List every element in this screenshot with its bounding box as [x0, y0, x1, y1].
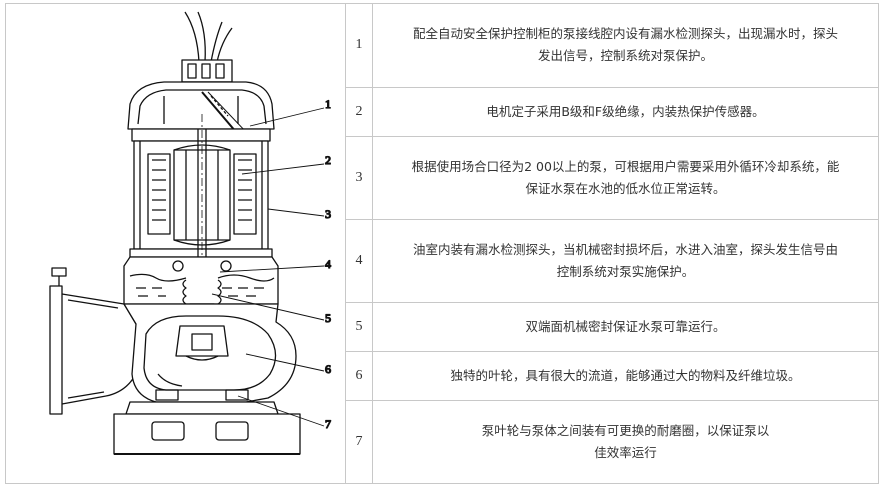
feature-description: 根据使用场合口径为2 00以上的泵，可根据用户需要采用外循环冷却系统，能 保证水…: [372, 136, 878, 220]
feature-number: 7: [346, 400, 373, 483]
wear-ring: [155, 389, 249, 401]
impeller: [175, 325, 229, 361]
motor-housing: [129, 128, 273, 258]
feature-row-3: 3 根据使用场合口径为2 00以上的泵，可根据用户需要采用外循环冷却系统，能 保…: [346, 136, 878, 220]
feature-description: 配全自动安全保护控制柜的泵接线腔内设有漏水检测探头，出现漏水时，探头 发出信号，…: [372, 4, 878, 88]
feature-line: 双端面机械密封保证水泵可靠运行。: [525, 318, 726, 334]
feature-line: 油室内装有漏水检测探头，当机械密封损坏后，水进入油室，探头发生信号由: [412, 241, 838, 257]
feature-description: 油室内装有漏水检测探头，当机械密封损坏后，水进入油室，探头发生信号由 控制系统对…: [372, 219, 878, 303]
feature-description: 双端面机械密封保证水泵可靠运行。: [372, 302, 878, 352]
feature-line: 控制系统对泵实施保护。: [556, 263, 695, 279]
feature-row-5: 5 双端面机械密封保证水泵可靠运行。: [346, 302, 878, 352]
feature-row-6: 6 独特的叶轮，具有很大的流道，能够通过大的物料及纤维垃圾。: [346, 351, 878, 401]
oil-chamber: [123, 256, 279, 305]
feature-line: 独特的叶轮，具有很大的流道，能够通过大的物料及纤维垃圾。: [450, 367, 801, 383]
feature-row-2: 2 电机定子采用B级和F级绝缘，内装热保护传感器。: [346, 87, 878, 137]
feature-description: 独特的叶轮，具有很大的流道，能够通过大的物料及纤维垃圾。: [372, 351, 878, 401]
feature-description: 泵叶轮与泵体之间装有可更换的耐磨圈，以保证泵以 佳效率运行: [373, 400, 879, 483]
callout-4: 4: [325, 257, 331, 271]
feature-table: 1 配全自动安全保护控制柜的泵接线腔内设有漏水检测探头，出现漏水时，探头 发出信…: [346, 4, 878, 483]
feature-line: 泵叶轮与泵体之间装有可更换的耐磨圈，以保证泵以: [481, 422, 770, 438]
feature-number: 5: [346, 302, 373, 352]
feature-line: 佳效率运行: [594, 444, 657, 460]
motor-top-cover: [127, 81, 275, 140]
discharge-outlet: [49, 267, 137, 415]
pump-diagram-cell: 1 2 3 4 5 6 7: [6, 4, 346, 483]
pump-cross-section-diagram: 1 2 3 4 5 6 7: [49, 11, 332, 455]
feature-row-7: 7 泵叶轮与泵体之间装有可更换的耐磨圈，以保证泵以 佳效率运行: [346, 400, 878, 483]
callout-3: 3: [325, 207, 331, 221]
pump-base: [113, 401, 301, 455]
callout-5: 5: [325, 311, 331, 325]
feature-line: 发出信号，控制系统对泵保护。: [537, 48, 713, 64]
feature-number: 3: [346, 136, 373, 220]
feature-line: 根据使用场合口径为2 00以上的泵，可根据用户需要采用外循环冷却系统，能: [411, 158, 840, 174]
feature-description: 电机定子采用B级和F级绝缘，内装热保护传感器。: [372, 87, 878, 137]
feature-row-4: 4 油室内装有漏水检测探头，当机械密封损坏后，水进入油室，探头发生信号由 控制系…: [346, 219, 878, 303]
callout-2: 2: [325, 153, 331, 167]
feature-number: 1: [346, 4, 373, 88]
product-feature-panel: 1 2 3 4 5 6 7 1 配全自动安全保护控制柜的泵接线腔内设有漏水检测探…: [5, 3, 879, 484]
feature-line: 电机定子采用B级和F级绝缘，内装热保护传感器。: [486, 103, 765, 119]
callout-6: 6: [325, 362, 331, 376]
callout-1: 1: [325, 97, 331, 111]
volute-casing: [123, 303, 297, 403]
callout-7: 7: [325, 417, 331, 431]
power-cables: [184, 11, 233, 63]
callout-leaders: [211, 107, 325, 427]
junction-box: [181, 59, 233, 83]
feature-number: 6: [346, 351, 373, 401]
feature-line: 保证水泵在水池的低水位正常运转。: [525, 180, 726, 196]
feature-number: 4: [346, 219, 373, 303]
feature-row-1: 1 配全自动安全保护控制柜的泵接线腔内设有漏水检测探头，出现漏水时，探头 发出信…: [346, 4, 878, 88]
feature-line: 配全自动安全保护控制柜的泵接线腔内设有漏水检测探头，出现漏水时，探头: [412, 26, 838, 42]
feature-number: 2: [346, 87, 373, 137]
